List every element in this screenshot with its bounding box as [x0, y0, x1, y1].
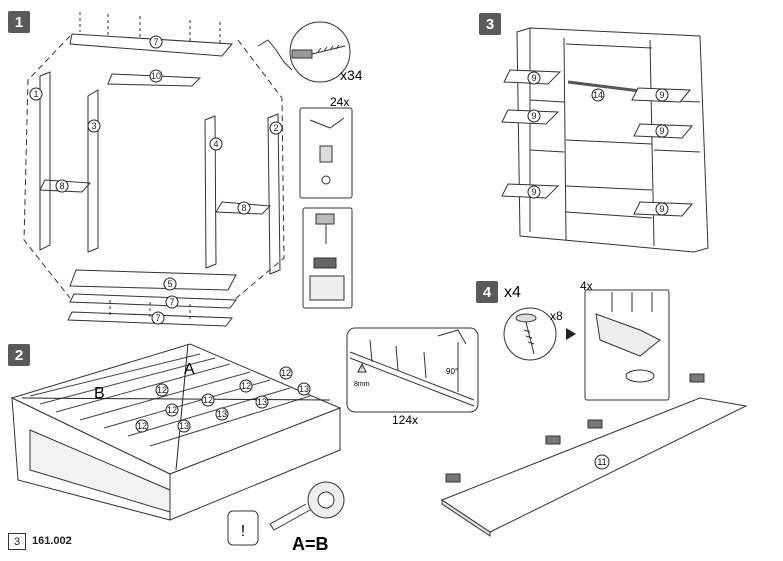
cam-fitting-icon: [309, 213, 345, 301]
dimension-a-label: A: [184, 361, 195, 378]
hammer-icon-2: [437, 329, 467, 345]
part-5-label: 5: [167, 279, 172, 289]
part-6-label: 7: [153, 37, 158, 47]
panel-12-a: 12: [281, 368, 291, 378]
part-8-label-right: 8: [241, 203, 246, 213]
panel-12-c: 12: [157, 385, 167, 395]
shelf-9-a: 9: [531, 73, 536, 83]
gap-label: 8mm: [354, 381, 370, 388]
hinge-quantity: 4x: [580, 279, 593, 293]
tape-measure-icon: [269, 481, 345, 531]
shelf-9-c: 9: [531, 187, 536, 197]
door-hinges: [445, 373, 705, 483]
shelf-9-b: 9: [531, 111, 536, 121]
part-4-label: 4: [213, 139, 218, 149]
panel-12-f: 12: [137, 421, 147, 431]
hinge-icon: [595, 292, 661, 383]
step-1-badge: 1: [8, 11, 30, 33]
exclamation-icon: !: [241, 523, 245, 540]
screw-quantity: x34: [340, 67, 363, 83]
panel-13-c: 13: [217, 409, 227, 419]
panel-12-d: 12: [203, 395, 213, 405]
door-panel: [440, 397, 748, 533]
screw-icon: [515, 313, 537, 355]
angle-label: 90°: [446, 367, 458, 376]
shelf-9-e: 9: [659, 126, 664, 136]
step-4-badge: 4: [476, 281, 498, 303]
part-1-label: 1: [33, 89, 38, 99]
warning-icon: !: [357, 362, 367, 373]
screw-quantity-4: x8: [550, 309, 563, 323]
screwdriver-icon: [257, 21, 351, 83]
panel-13-d: 13: [179, 421, 189, 431]
part-2-label: 2: [273, 123, 278, 133]
shelf-9-d: 9: [659, 90, 664, 100]
page-number-box: 3: [8, 533, 26, 550]
caution-box: [227, 510, 259, 546]
step-4-multiplier: x4: [504, 284, 521, 301]
nail-detail-box: [346, 327, 479, 413]
part-3-label: 3: [91, 121, 96, 131]
step-3-badge: 3: [479, 13, 501, 35]
panel-12-e: 12: [167, 405, 177, 415]
part-7-label-a: 7: [169, 297, 174, 307]
a-equals-b-label: A=B: [292, 534, 329, 554]
svg-text:!: !: [361, 367, 363, 373]
screw-detail-circle: [503, 307, 557, 361]
shelf-9-f: 9: [659, 204, 664, 214]
panel-13-a: 13: [299, 384, 309, 394]
hammer-icon: [309, 117, 345, 185]
panel-13-b: 13: [257, 397, 267, 407]
product-code: 161.002: [32, 535, 72, 547]
door-part-label: 11: [597, 457, 606, 467]
step-2-badge: 2: [8, 344, 30, 366]
part-8-label-left: 8: [59, 181, 64, 191]
panel-12-b: 12: [241, 381, 251, 391]
part-7-label-b: 7: [155, 313, 160, 323]
part-10-label: 10: [151, 71, 161, 81]
rail-14-label: 14: [593, 90, 603, 100]
dimension-b-label: B: [94, 385, 105, 402]
dowel-quantity: 24x: [330, 95, 349, 109]
arrow-right-icon: [566, 328, 576, 340]
nail-quantity: 124x: [392, 413, 418, 427]
